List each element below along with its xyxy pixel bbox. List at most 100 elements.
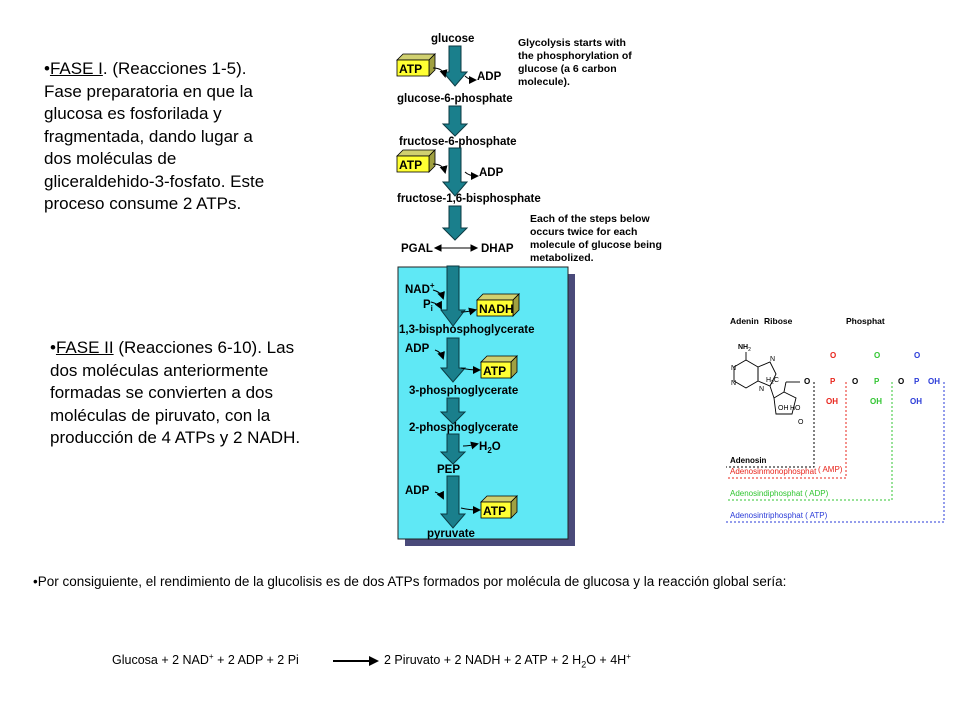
adenin-header: Adenin xyxy=(730,316,759,326)
atp-label-2: ATP xyxy=(399,158,422,172)
o-link-1: O xyxy=(804,377,810,386)
nadh-box: NADH xyxy=(476,293,520,317)
adp-label-4: ADP xyxy=(405,485,430,497)
arrow-step-3 xyxy=(441,147,469,197)
equation-arrow xyxy=(333,656,379,666)
fase-1-rest: . (Reacciones 1-5). xyxy=(102,59,247,78)
nad-label: NAD+ xyxy=(405,281,435,296)
arrow-step-9 xyxy=(439,433,467,465)
side-arrows xyxy=(430,67,481,514)
p-amp: P xyxy=(830,377,836,386)
f6p-label: fructose-6-phosphate xyxy=(399,136,517,148)
adp-label-1: ADP xyxy=(477,71,502,83)
fase-1-bullet: • xyxy=(44,59,50,78)
pathway-labels: glucose ADP glucose-6-phosphate fructose… xyxy=(397,33,541,540)
note-2-line-2: occurs twice for each xyxy=(530,226,637,238)
arrow-step-8 xyxy=(439,397,467,425)
equation-right-b: O + 4H xyxy=(586,653,627,668)
global-equation-right: 2 Piruvato + 2 NADH + 2 ATP + 2 H2O + 4H… xyxy=(384,652,631,670)
amp-label: ( AMP) xyxy=(818,465,843,474)
g6p-label: glucose-6-phosphate xyxy=(397,93,513,105)
oh-atp: OH xyxy=(910,397,922,406)
oh-end: OH xyxy=(928,377,940,386)
fase-1-body: Fase preparatoria en que la glucosa es f… xyxy=(44,81,265,214)
note-1-line-3: glucose (a 6 carbon xyxy=(518,63,617,75)
pathway-notes: Glycolysis starts with the phosphorylati… xyxy=(518,37,662,264)
fase-2-text: •FASE II (Reacciones 6-10). Las dos molé… xyxy=(50,337,308,450)
ho-ribose: HO xyxy=(790,405,801,412)
pg2-label: 2-phosphoglycerate xyxy=(409,422,518,434)
fase-2-body: Las dos moléculas anteriormente formadas… xyxy=(50,338,301,447)
adp-name: Adenosindiphosphat ( ADP) xyxy=(730,489,829,498)
nadh-label: NADH xyxy=(479,302,514,316)
oh-adp: OH xyxy=(870,397,882,406)
fase-2-bullet: • xyxy=(50,338,56,357)
p-adp: P xyxy=(874,377,880,386)
note-1-line-2: the phosphorylation of xyxy=(518,50,632,62)
adenine-atoms: NH2 N N N N xyxy=(731,344,775,393)
adenine-ring xyxy=(733,352,777,399)
equation-left-sup: + xyxy=(208,652,214,661)
h2o-label: H2O xyxy=(479,441,501,455)
pgal-label: PGAL xyxy=(401,243,433,255)
arrow-step-7 xyxy=(439,337,467,383)
f16bp-label: fructose-1,6-bisphosphate xyxy=(397,193,541,205)
fase-1-title: FASE I xyxy=(49,59,103,78)
conclusion-text: •Por consiguiente, el rendimiento de la … xyxy=(33,574,787,589)
o-amp-top: O xyxy=(830,351,836,360)
arrow-step-6 xyxy=(440,265,466,327)
note-1-line-4: molecule). xyxy=(518,76,570,88)
fase-2-title: FASE II xyxy=(55,338,114,357)
h2c-label: H2C xyxy=(766,377,779,386)
equation-right-sub: 2 xyxy=(581,659,587,670)
p-atp: P xyxy=(914,377,920,386)
adenosin-label: Adenosin xyxy=(730,456,767,465)
bracket-lines xyxy=(726,382,945,523)
phosphat-header: Phosphat xyxy=(846,316,885,326)
arrow-step-10 xyxy=(439,475,467,529)
pgal-dhap-arrow xyxy=(433,244,479,252)
o-adp-top: O xyxy=(874,351,880,360)
atp-label-3: ATP xyxy=(483,364,506,378)
atp-name: Adenosintriphosphat ( ATP) xyxy=(730,511,828,520)
pyruvate-label: pyruvate xyxy=(427,528,475,540)
fase-2-rest: (Reacciones 6-10). xyxy=(113,338,262,357)
n-atom-2: N xyxy=(731,380,736,387)
ribose-header: Ribose xyxy=(764,316,793,326)
glucose-label: glucose xyxy=(431,33,474,45)
amp-name: Adenosinmonophosphat xyxy=(730,467,817,476)
global-equation: Glucosa + 2 NAD+ + 2 ADP + 2 Pi xyxy=(112,652,299,667)
atp-box-3: ATP xyxy=(480,355,518,379)
atp-box-2: ATP xyxy=(396,149,436,173)
bpg-label: 1,3-bisphosphoglycerate xyxy=(399,324,534,336)
arrow-step-1 xyxy=(441,45,469,87)
note-2-line-3: molecule of glucose being xyxy=(530,239,662,251)
o-link-2: O xyxy=(852,377,858,386)
equation-left: Glucosa + 2 NAD xyxy=(112,653,209,668)
structure-legend: Adenosin ( AMP) Adenosinmonophosphat Ade… xyxy=(730,456,843,520)
atp-label-1: ATP xyxy=(399,62,422,76)
arrow-step-4 xyxy=(441,205,469,241)
pi-label: Pi xyxy=(423,299,433,313)
oh-amp: OH xyxy=(826,397,838,406)
equation-left-rest: + 2 ADP + 2 Pi xyxy=(213,653,299,668)
atp-box-4: ATP xyxy=(480,495,518,519)
atp-structure-diagram: Adenin Ribose Phosphat NH2 N N N N H2C O… xyxy=(726,316,945,523)
pathway-arrows xyxy=(439,45,469,529)
equation-right-a: 2 Piruvato + 2 NADH + 2 ATP + 2 H xyxy=(384,653,582,668)
phosphate-chain: O P O OH O P O OH O P O OH OH xyxy=(804,351,940,406)
equation-right-sup: + xyxy=(626,652,631,661)
n-atom-4: N xyxy=(770,356,775,363)
adp-label-3: ADP xyxy=(405,343,430,355)
atp-label-4: ATP xyxy=(483,504,506,518)
arrow-step-2 xyxy=(441,105,469,137)
glycolysis-pathway-diagram: ATP ATP NADH ATP ATP xyxy=(396,33,662,546)
note-2-line-4: metabolized. xyxy=(530,252,594,264)
structure-headers: Adenin Ribose Phosphat xyxy=(730,316,885,326)
note-2-line-1: Each of the steps below xyxy=(530,213,650,225)
o-atp-top: O xyxy=(914,351,920,360)
atp-box-1: ATP xyxy=(396,53,436,77)
ribose-atoms: H2C OH HO O xyxy=(766,377,804,426)
adp-label-2: ADP xyxy=(479,167,504,179)
pep-label: PEP xyxy=(437,464,460,476)
